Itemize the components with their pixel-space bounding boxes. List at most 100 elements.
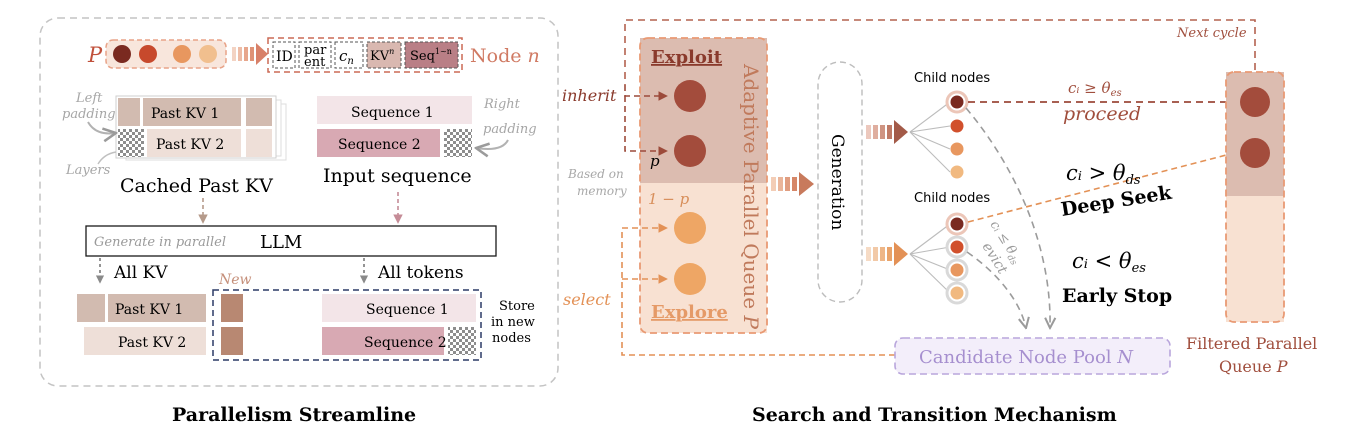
top-children-fan (909, 101, 951, 173)
svg-text:cᵢ < θes: cᵢ < θes (1072, 249, 1146, 276)
svg-text:cᵢ ≥ θes: cᵢ ≥ θes (1068, 79, 1122, 99)
field-kv: KV (370, 49, 390, 64)
p-label: p (650, 152, 660, 170)
new-kv-2 (221, 327, 243, 355)
inherit-arrow-2 (624, 96, 668, 156)
cached-past-kv-label: Cached Past KV (120, 175, 273, 197)
generation-to-bottom-children-arrow (866, 242, 908, 266)
field-parent-a: par (304, 43, 327, 58)
left-padding-label-2: padding (62, 107, 116, 122)
svg-text:Queue P: Queue P (1219, 357, 1288, 376)
queue-title: Adaptive Parallel Queue (739, 63, 763, 309)
svg-text:cᵢ > θds: cᵢ > θds (1066, 161, 1141, 188)
early-stop-label: Early Stop (1062, 285, 1172, 307)
next-cycle-label: Next cycle (1176, 26, 1247, 41)
candidate-pool-label: Candidate Node Pool (919, 347, 1112, 368)
exploit-node-1 (674, 80, 706, 112)
bottom-children-fan (909, 223, 951, 294)
out-past-kv-2: Past KV 2 (118, 335, 186, 351)
svg-text:Candidate Node Pool N: Candidate Node Pool N (919, 347, 1134, 368)
one-minus-p-label: 1 − p (648, 190, 690, 208)
evict-arrow-top (965, 107, 1050, 328)
field-seq-sup: 1~n (435, 47, 452, 56)
select-arrow-main (621, 223, 895, 356)
svg-text:Adaptive Parallel Queue: Adaptive Parallel Queue P (739, 63, 763, 329)
bottom-child-4 (950, 286, 964, 300)
exploit-label: Exploit (651, 47, 723, 68)
top-child-2 (950, 119, 964, 133)
queue-symbol: P (87, 43, 103, 67)
field-parent-b: ent (304, 55, 326, 70)
queue-node-orange (173, 45, 191, 63)
candidate-pool-var: N (1116, 347, 1134, 368)
deep-seek-label: Deep Seek (1059, 182, 1174, 221)
evict-condition-sub: ds (1004, 253, 1018, 267)
right-padding-label-1: Right (483, 97, 521, 112)
bottom-child-3 (950, 263, 964, 277)
new-kv-1 (221, 294, 243, 322)
past-kv-2: Past KV 2 (156, 137, 224, 153)
bottom-child-2 (950, 240, 964, 254)
queue-node-dark (113, 45, 131, 63)
queue-node-red (139, 45, 157, 63)
svg-text:Node n: Node n (470, 45, 540, 67)
adaptive-parallel-queue: Exploit Explore Adaptive Parallel Queue … (639, 37, 768, 334)
right-caption: Search and Transition Mechanism (752, 404, 1117, 426)
top-child-nodes-label: Child nodes (914, 71, 990, 86)
filtered-parallel-queue (1225, 71, 1285, 323)
input-sequences: Sequence 1 Sequence 2 (317, 96, 472, 157)
store-label-1: Store (499, 299, 535, 314)
memory-label-1: Based on (567, 167, 624, 181)
out-sequence-1: Sequence 1 (366, 302, 449, 318)
filtered-node-2 (1240, 138, 1270, 168)
svg-text:Seq1~n: Seq1~n (410, 47, 452, 64)
input-sequence-label: Input sequence (323, 165, 472, 187)
explore-node-1 (674, 212, 706, 244)
generation-to-top-children-arrow (866, 120, 908, 144)
store-label-2: in new (491, 315, 535, 330)
deep-seek-condition: cᵢ > θ (1066, 161, 1126, 185)
queue-to-generation-arrow (771, 172, 814, 196)
bottom-child-1 (950, 217, 964, 231)
cached-kv-stack: Past KV 1 Past KV 2 (115, 95, 287, 161)
right-padding-pointer (476, 139, 509, 149)
next-cycle-loop (624, 19, 1256, 85)
layers-label: Layers (65, 163, 111, 178)
output-kv: Past KV 1 Past KV 2 (77, 294, 206, 355)
parallelism-streamline-panel: P ID par ent cn KVn Seq1~n (39, 17, 559, 426)
deep-seek-condition-sub: ds (1126, 173, 1141, 188)
field-kv-sup: n (389, 47, 394, 56)
field-c: c (339, 47, 348, 65)
llm-label: LLM (260, 232, 302, 253)
proceed-label: proceed (1063, 103, 1141, 125)
generate-in-parallel-label: Generate in parallel (94, 235, 226, 250)
layers-pointer (97, 151, 117, 165)
right-padding-label-2: padding (483, 122, 537, 137)
left-padding-pointer (87, 121, 116, 134)
bottom-child-nodes-label: Child nodes (914, 191, 990, 206)
filtered-label-2: Queue (1219, 357, 1272, 376)
node-structure: ID par ent cn KVn Seq1~n (267, 37, 463, 73)
node-label: Node (470, 45, 521, 67)
memory-label-2: memory (577, 184, 627, 198)
out-sequence-2: Sequence 2 (364, 335, 447, 351)
generation-box (817, 61, 863, 303)
output-sequences: Sequence 1 Sequence 2 (322, 294, 476, 355)
proceed-condition: cᵢ ≥ θ (1068, 79, 1111, 97)
candidate-node-pool (894, 337, 1171, 375)
input-sequence-2: Sequence 2 (338, 137, 421, 153)
new-nodes-box (212, 289, 482, 361)
svg-text:cn: cn (339, 47, 354, 67)
store-label-3: nodes (492, 331, 531, 346)
select-label: select (563, 290, 611, 309)
explore-node-2 (674, 263, 706, 295)
field-seq: Seq (410, 49, 435, 64)
new-label: New (218, 272, 252, 288)
all-kv-label: All KV (113, 263, 168, 283)
queue-title-var: P (739, 314, 763, 329)
inherit-label: inherit (562, 86, 617, 105)
evict-arrow-bottom (966, 251, 1026, 328)
out-past-kv-1: Past KV 1 (115, 302, 183, 318)
all-tokens-label: All tokens (377, 263, 464, 283)
